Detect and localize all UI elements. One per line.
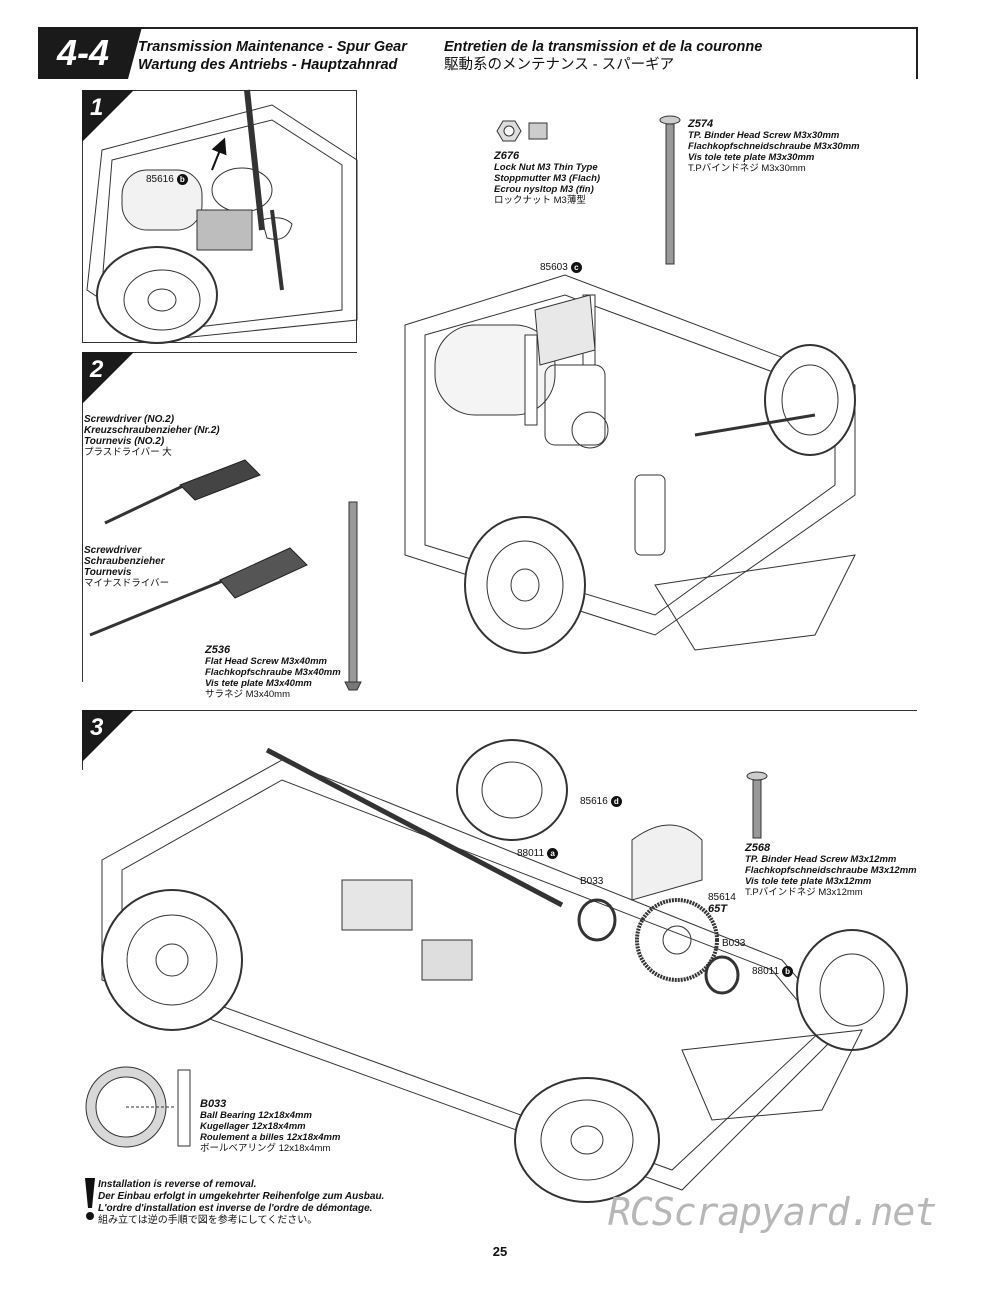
z568-label: Z568 TP. Binder Head Screw M3x12mm Flach… — [745, 842, 917, 898]
step-1-badge: 1 — [82, 90, 134, 142]
header-frame — [38, 27, 918, 79]
z676-label: Z676 Lock Nut M3 Thin Type Stoppmutter M… — [494, 150, 601, 206]
title-de: Wartung des Antriebs - Hauptzahnrad — [138, 57, 398, 73]
flat-screwdriver-icon — [89, 547, 308, 637]
title-fr: Entretien de la transmission et de la co… — [444, 39, 763, 55]
phillips-screwdriver-icon — [104, 459, 261, 525]
z536-label: Z536 Flat Head Screw M3x40mm Flachkopfsc… — [205, 644, 341, 700]
z574-screw-icon — [659, 115, 681, 265]
step2-left-border — [82, 352, 83, 682]
step2-illustration — [404, 274, 856, 654]
z568-screw-icon — [746, 771, 768, 839]
z676-nut-icon — [496, 120, 548, 142]
step1-left-border — [82, 90, 83, 342]
screwdriver-no2-label: Screwdriver (NO.2) Kreuzschraubenzieher … — [84, 414, 220, 458]
step1-illustration — [86, 89, 358, 344]
z574-label: Z574 TP. Binder Head Screw M3x30mm Flach… — [688, 118, 860, 174]
bearing-top-label: B033 — [580, 876, 604, 887]
step-3-badge: 3 — [82, 710, 134, 762]
step3-illustration — [101, 739, 908, 1203]
step2-top-border — [82, 352, 357, 353]
step3-top-border — [82, 710, 917, 711]
title-jp: 駆動系のメンテナンス - スパーギア — [444, 57, 675, 73]
bearing-bottom-label: B033 — [722, 938, 746, 949]
watermark: RCScrapyard.net — [608, 1190, 937, 1234]
screwdriver-flat-label: Screwdriver Schraubenzieher Tournevis マイ… — [84, 545, 170, 589]
b033-label: B033 Ball Bearing 12x18x4mm Kugellager 1… — [200, 1098, 341, 1154]
title-en: Transmission Maintenance - Spur Gear — [138, 39, 407, 55]
step-2-badge: 2 — [82, 352, 134, 404]
step1-top-border — [82, 90, 357, 91]
step1-bottom-border — [82, 342, 357, 343]
b033-bearing-icon — [85, 1066, 191, 1148]
section-number: 4-4 — [38, 27, 142, 79]
reverse-install-note: Installation is reverse of removal. Der … — [98, 1179, 385, 1226]
z536-screw-icon — [344, 501, 362, 691]
warning-exclamation-icon — [85, 1178, 95, 1220]
spur-gear-label: 85614 65T — [708, 892, 736, 915]
page-number: 25 — [492, 1244, 508, 1259]
